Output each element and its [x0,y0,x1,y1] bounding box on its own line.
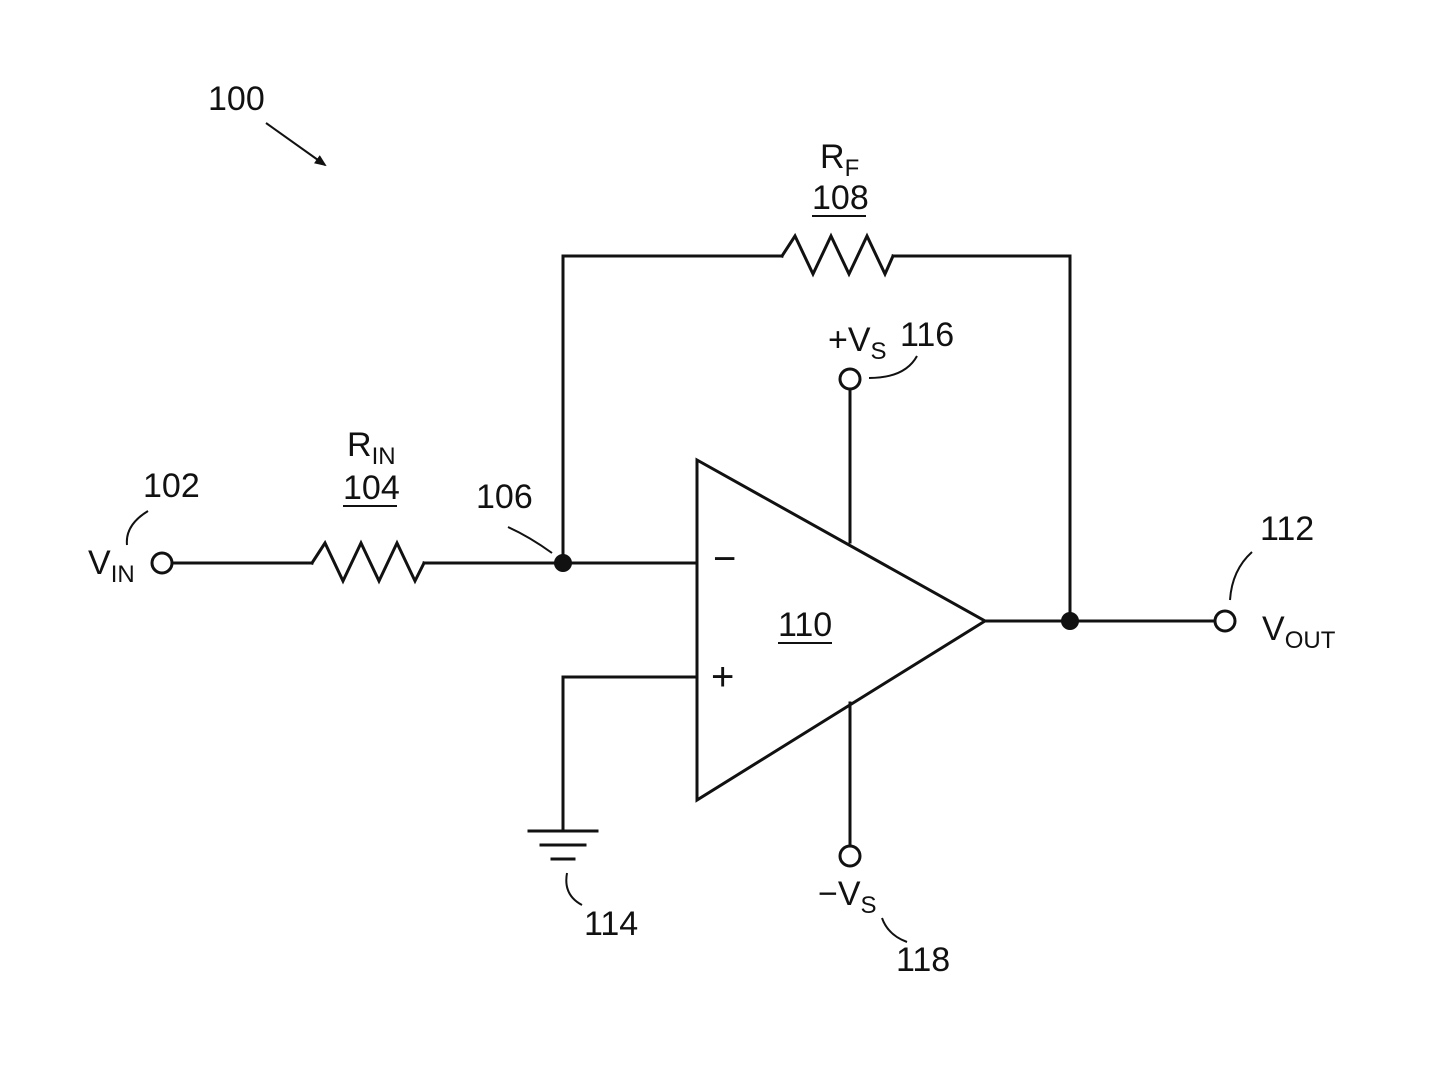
op-amp-ref: 110 [778,606,832,644]
output-node-junction [1061,612,1079,630]
ground-ref-leader [566,873,582,905]
figure-ref-arrow [266,123,325,165]
op-amp-plus-symbol: + [711,655,734,699]
feedback-resistor [782,236,893,274]
feedback-resistor-ref: 108 [812,179,869,217]
input-label: VIN [88,544,135,588]
output-terminal [1215,611,1235,631]
inverting-node-ref: 106 [476,478,533,516]
negative-supply-terminal [840,846,860,866]
input-ref-label: 102 [143,467,200,505]
output-label: VOUT [1262,610,1336,654]
positive-supply-terminal [840,369,860,389]
figure-ref-label: 100 [208,80,265,118]
positive-supply-ref: 116 [900,316,954,354]
input-terminal [152,553,172,573]
op-amp-triangle [697,460,985,800]
input-resistor-ref: 104 [343,469,400,507]
feedback-resistor-label: RF [820,138,859,182]
output-ref: 112 [1260,510,1314,548]
feedback-wire-right [893,256,1070,621]
op-amp-minus-symbol: − [713,537,736,581]
negative-supply-ref: 118 [896,941,950,979]
input-resistor [312,543,424,581]
negative-supply-label: −VS [818,875,877,919]
ground-ref: 114 [584,905,638,943]
noninverting-input-wire [563,677,697,831]
output-ref-leader [1230,552,1252,600]
input-ref-leader [127,511,148,545]
negative-supply-ref-leader [882,918,907,942]
feedback-wire-left [563,256,782,563]
positive-supply-label: +VS [828,321,887,365]
inverting-node-leader [508,527,552,553]
input-resistor-label: RIN [347,426,396,470]
